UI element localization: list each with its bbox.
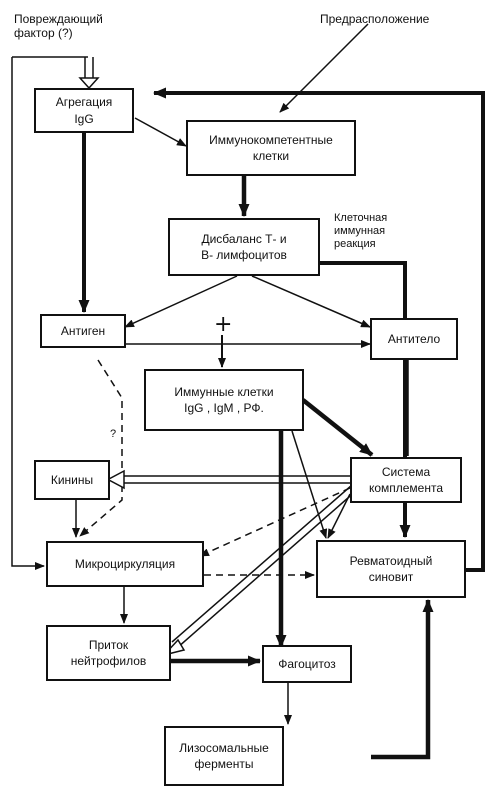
node-aggregation: Агрегация IgG <box>34 88 134 133</box>
node-immunocompetent-cells: Иммунокомпетентные клетки <box>186 120 356 176</box>
arrow-cellular-reaction <box>320 261 411 538</box>
node-antibody: Антитело <box>370 318 458 360</box>
node-phagocytosis: Фагоцитоз <box>262 645 352 683</box>
node-complement-system: Система комплемента <box>350 457 462 503</box>
node-immune-cells: Иммунные клетки IgG , IgM , РФ. <box>144 369 304 431</box>
cellular-reaction-label: Клеточная иммунная реакция <box>334 212 388 251</box>
damaging-factor-input <box>12 56 100 90</box>
node-lysosomal-enzymes: Лизосомальные ферменты <box>164 726 284 786</box>
node-disbalance: Дисбаланс Т- и В- лимфоцитов <box>168 218 320 276</box>
node-microcirculation: Микроциркуляция <box>46 541 204 587</box>
arrow-synovitis-feedback <box>153 87 485 572</box>
arrow-factor-to-microcirculation <box>11 57 45 570</box>
node-antigen: Антиген <box>40 314 126 348</box>
arrow-complement-to-kinins <box>106 469 350 490</box>
plus-sign: + <box>214 312 233 337</box>
arrow-antigen-dashed <box>79 359 123 537</box>
arrow-lysosomal-to-synovitis <box>371 599 434 760</box>
predisposition-label: Предрасположение <box>320 12 430 26</box>
node-neutrophil-inflow: Приток нейтрофилов <box>46 625 171 681</box>
question-mark: ? <box>110 428 117 440</box>
arrow-disbalance-to-antibody <box>251 275 371 328</box>
damaging-factor-label: Повреждающий фактор (?) <box>14 12 103 41</box>
arrow-immune-cells-to-synovitis <box>291 430 328 539</box>
arrow-predisposition <box>279 23 369 113</box>
arrow-complement-to-microcirculation <box>199 487 351 557</box>
node-rheumatoid-synovitis: Ревматоидный синовит <box>316 540 466 598</box>
arrow-immune-cells-to-complement <box>301 398 374 457</box>
node-kinins: Кинины <box>34 460 110 500</box>
arrow-complement-to-synovitis <box>327 493 351 539</box>
arrow-aggregation-to-immunocompetent <box>134 117 187 147</box>
arrow-disbalance-to-antigen <box>124 275 238 328</box>
